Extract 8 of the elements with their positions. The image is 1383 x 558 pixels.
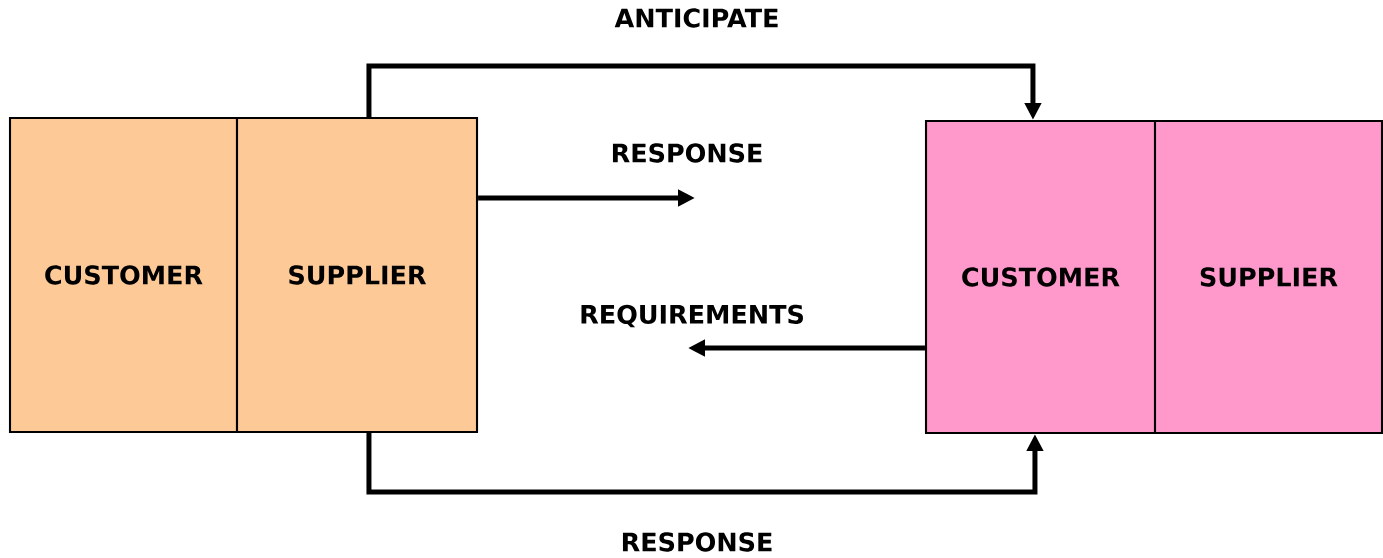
edge-label: ANTICIPATE <box>612 6 782 30</box>
label-box: SUPPLIER <box>235 116 479 434</box>
label-box: SUPPLIER <box>1153 119 1383 435</box>
edge-label: RESPONSE <box>608 141 766 165</box>
label-box: CUSTOMER <box>8 116 239 434</box>
edge-label: RESPONSE <box>618 530 776 554</box>
label-box: CUSTOMER <box>924 119 1157 435</box>
edge-label: REQUIREMENTS <box>577 302 807 330</box>
